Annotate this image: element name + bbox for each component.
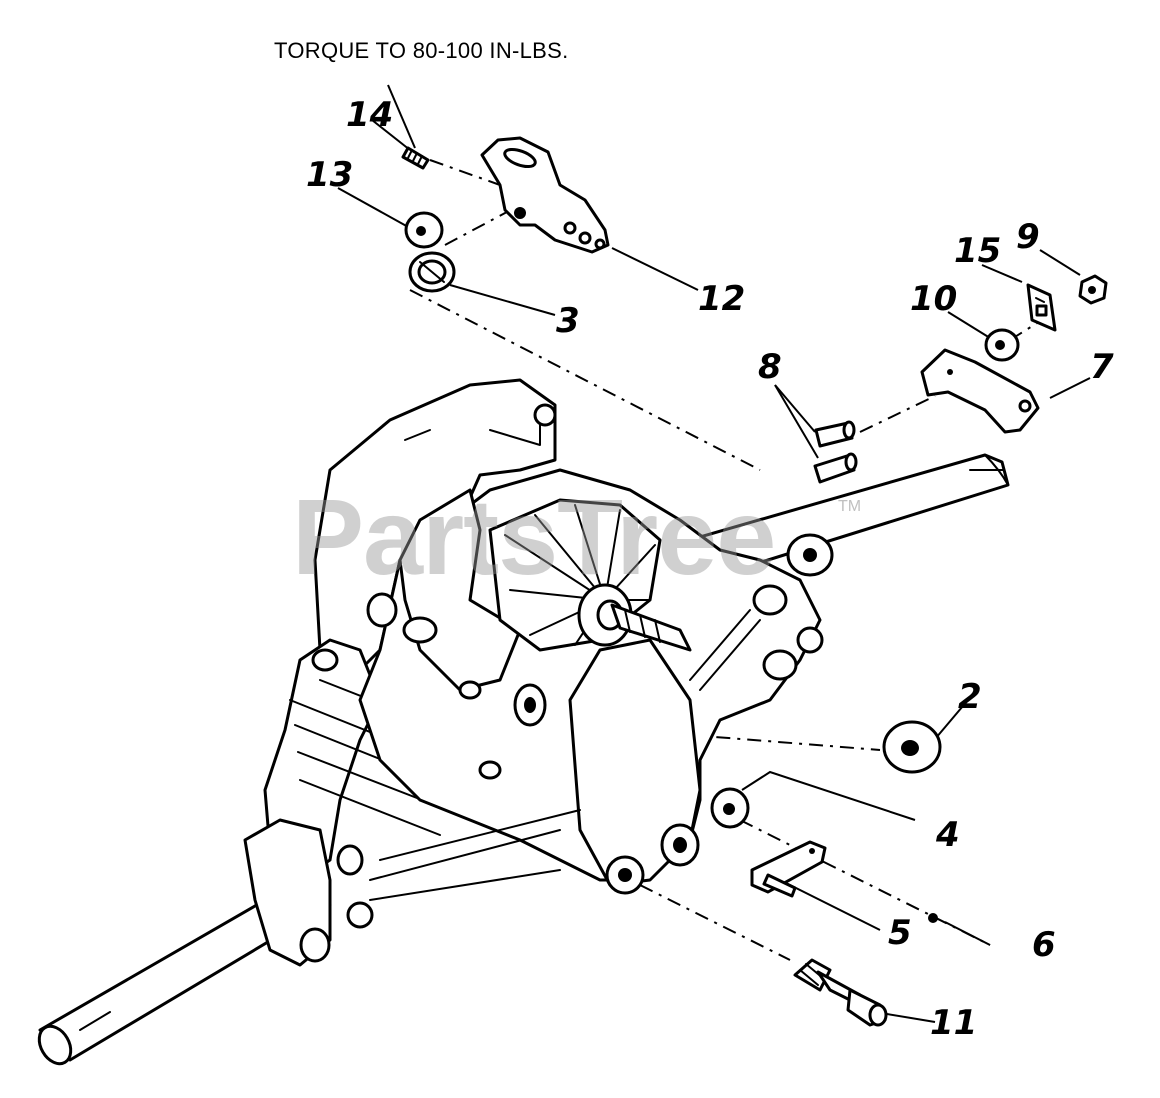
torque-note: TORQUE TO 80-100 IN-LBS. [274,38,569,63]
part-12-shift-lever [480,136,610,254]
part-7-bracket [920,348,1040,434]
callout-12: 12 [698,279,746,319]
part-9-nut [1078,274,1108,305]
callout-5: 5 [888,913,912,953]
callout-7: 7 [1090,347,1114,387]
part-13-spacer [404,211,444,249]
callout-2: 2 [958,677,982,717]
callout-13: 13 [306,155,354,195]
callout-10: 10 [910,279,958,319]
callout-6: 6 [1032,925,1056,965]
callout-9: 9 [1016,217,1040,257]
part-2-washer [882,720,942,774]
part-4-bushing [710,787,750,829]
callout-11: 11 [930,1003,978,1043]
part-6-nut [928,913,938,923]
callout-8: 8 [758,347,782,387]
watermark-trademark: TM [838,498,862,515]
callout-3: 3 [556,301,580,341]
part-5-key [750,840,827,898]
part-8-pins [813,420,858,484]
part-15-lock-plate [1026,283,1057,332]
callout-15: 15 [954,231,1002,271]
leader-lines [337,84,1091,1023]
part-14-set-screw [401,146,430,170]
callout-4: 4 [936,815,960,855]
part-10-washer [984,328,1020,362]
callout-14: 14 [346,95,394,135]
part-11-fitting [793,958,888,1027]
watermark: PartsTree [292,476,776,597]
part-3-seal [408,251,456,293]
transaxle-housing [37,378,1010,1066]
